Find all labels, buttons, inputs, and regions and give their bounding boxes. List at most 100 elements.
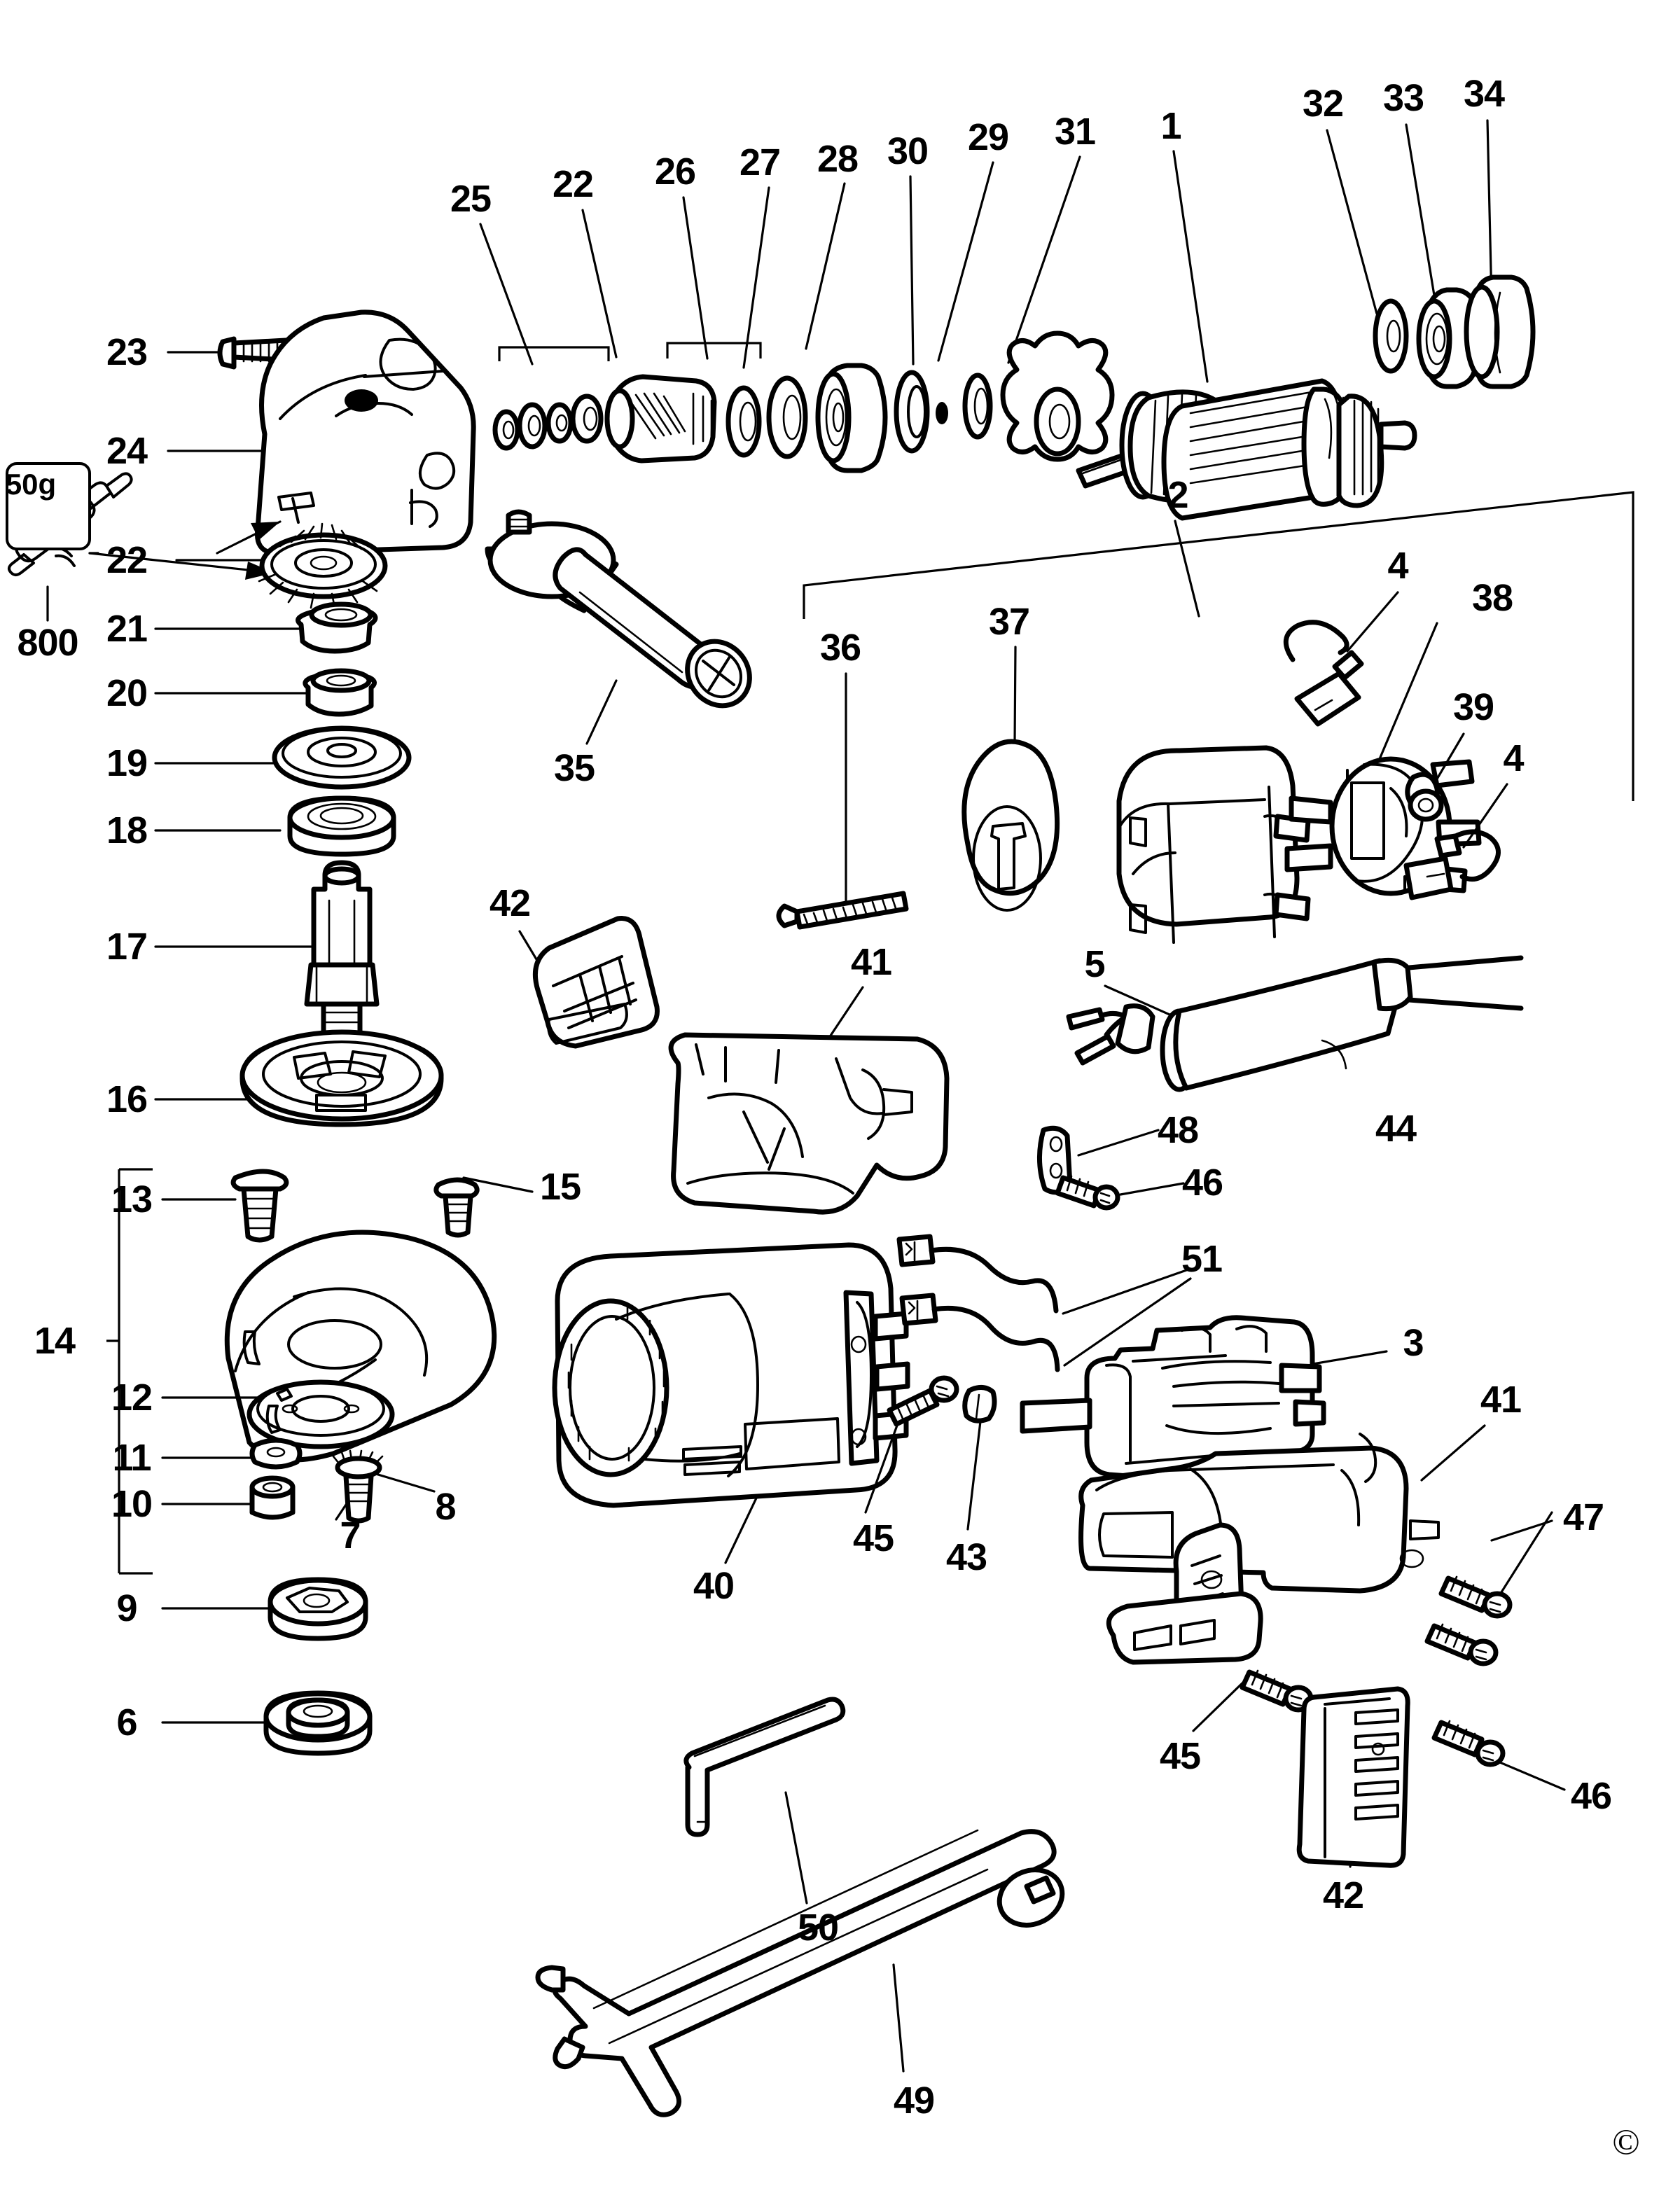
callout-brush-assembly-bracket-38: 38 xyxy=(1471,577,1513,619)
handle-half-41-center xyxy=(668,986,950,1215)
callout-washer-plate-19: 19 xyxy=(106,742,148,784)
callout-clamp-plate-12: 12 xyxy=(111,1377,153,1419)
copyright-mark: © xyxy=(1612,2122,1640,2163)
callout-ball-bearing-33: 33 xyxy=(1382,77,1424,119)
callout-screw-13: 13 xyxy=(111,1178,153,1220)
spindle-17 xyxy=(304,860,380,1050)
side-handle-35 xyxy=(485,509,752,745)
callout-brush-cap-39: 39 xyxy=(1452,686,1494,728)
callout-washer-28: 28 xyxy=(817,138,859,180)
callout-wire-lead-51: 51 xyxy=(1181,1238,1223,1280)
brush-cover-42-left xyxy=(518,916,660,1049)
callout-shim-set-25: 25 xyxy=(450,178,492,220)
gear-case-16 xyxy=(239,1029,444,1127)
callout-inner-flange-9: 9 xyxy=(116,1587,137,1629)
callout-cord-protector-44: 44 xyxy=(1375,1108,1417,1150)
callout-hex-key-50: 50 xyxy=(797,1907,839,1949)
spindle-stack xyxy=(154,601,444,1127)
motor-housing-40 xyxy=(552,1242,910,1564)
field-brush-group xyxy=(776,491,1634,944)
callout-fan-22: 22 xyxy=(106,539,148,581)
callout-switch-button-43: 43 xyxy=(945,1536,987,1578)
callout-side-handle-35: 35 xyxy=(553,747,595,789)
callout-gear-case-cover-24: 24 xyxy=(106,430,148,472)
callout-spanner-wrench-49: 49 xyxy=(893,2080,935,2122)
callout-bolt-7: 7 xyxy=(340,1515,361,1557)
gear-case-cover-group xyxy=(88,309,476,609)
callout-screw-47: 47 xyxy=(1562,1496,1604,1538)
callout-screw-46: 46 xyxy=(1570,1775,1612,1817)
pinion-bearing-stack xyxy=(492,330,1115,473)
callout-nut-10: 10 xyxy=(111,1483,153,1525)
callout-retaining-cap-21: 21 xyxy=(106,608,148,650)
armature-assembly xyxy=(1076,274,1536,521)
screw-47-lower xyxy=(1424,1623,1499,1666)
wires-and-switch xyxy=(896,1234,1388,1482)
callout-brush-cover-42: 42 xyxy=(489,882,531,924)
callout-seal-20: 20 xyxy=(106,672,148,714)
callout-motor-housing-40: 40 xyxy=(693,1565,735,1607)
field-housing-2 xyxy=(1116,745,1311,944)
callout-gear-case-16: 16 xyxy=(106,1078,148,1120)
callout-carbon-brush-4: 4 xyxy=(1503,737,1524,779)
carbon-brush-upper xyxy=(1284,620,1364,727)
hex-key-50 xyxy=(683,1697,846,1905)
callout-bearing-set-26: 26 xyxy=(654,151,696,193)
lock-washer-8 xyxy=(332,1449,384,1480)
screw-46-upper xyxy=(1055,1175,1120,1211)
handle-half-41-right xyxy=(1078,1424,1566,1868)
grease-weight-label: 50g xyxy=(5,468,57,501)
callout-brush-cover-42: 42 xyxy=(1322,1874,1364,1916)
callout-washer-29: 29 xyxy=(967,116,1009,158)
callout-lock-washer-8: 8 xyxy=(435,1486,456,1528)
callout-ball-bearing-18: 18 xyxy=(106,809,148,851)
grease-part-number: 800 xyxy=(17,622,78,664)
callout-handle-half-41: 41 xyxy=(850,941,892,983)
callout-screw-46: 46 xyxy=(1181,1162,1223,1204)
callout-screw-45: 45 xyxy=(852,1517,894,1559)
callout-outer-flange-6: 6 xyxy=(116,1701,137,1743)
switch-button-43 xyxy=(962,1385,997,1531)
callout-screw-15: 15 xyxy=(539,1166,581,1208)
grease-callout-box xyxy=(6,462,91,550)
spanner-wrench-49 xyxy=(535,1829,1065,2117)
cord-group xyxy=(1037,955,1524,1211)
wire-lead-upper xyxy=(896,1234,1059,1314)
callout-end-cap-37: 37 xyxy=(988,601,1030,643)
callout-washer-32: 32 xyxy=(1302,83,1344,125)
callout-screw-23: 23 xyxy=(106,331,148,373)
callout-spindle-17: 17 xyxy=(106,926,148,968)
cord-protector-44 xyxy=(1066,955,1524,1092)
callout-guard-assembly-bracket-14: 14 xyxy=(34,1320,76,1362)
inner-flange-9 xyxy=(268,1577,368,1641)
screw-47-upper xyxy=(1438,1575,1513,1619)
screw-45-lower xyxy=(1240,1669,1314,1713)
bearing-18 xyxy=(287,795,396,857)
callout-cord-clamp-48: 48 xyxy=(1157,1109,1199,1151)
switch-3 xyxy=(1020,1315,1326,1482)
callout-field-housing-2: 2 xyxy=(1167,474,1188,516)
screw-46-right xyxy=(1431,1720,1506,1767)
callout-fan-baffle-31: 31 xyxy=(1054,111,1096,153)
callout-carbon-brush-4: 4 xyxy=(1387,545,1408,587)
guard-assembly xyxy=(106,1168,497,1756)
screw-15 xyxy=(433,1176,534,1238)
callout-cord-lead-5: 5 xyxy=(1084,943,1105,985)
outer-flange-6 xyxy=(263,1690,373,1756)
brush-cap-39 xyxy=(1405,772,1444,822)
callout-washer-27: 27 xyxy=(739,141,781,183)
carbon-brush-lower xyxy=(1403,829,1501,900)
callout-ball-30: 30 xyxy=(887,130,929,172)
callout-armature-1: 1 xyxy=(1160,105,1181,147)
callout-bearing-sleeve-34: 34 xyxy=(1463,73,1505,115)
fan-22 xyxy=(258,522,388,609)
callout-screw-45: 45 xyxy=(1159,1735,1201,1777)
leader-lines-top xyxy=(479,119,1493,383)
callout-switch-3: 3 xyxy=(1403,1322,1424,1364)
clamp-plate-12 xyxy=(247,1379,395,1449)
callout-pinion-22: 22 xyxy=(552,163,594,205)
callout-long-screw-36: 36 xyxy=(819,627,861,669)
screw-45-center xyxy=(864,1375,959,1514)
